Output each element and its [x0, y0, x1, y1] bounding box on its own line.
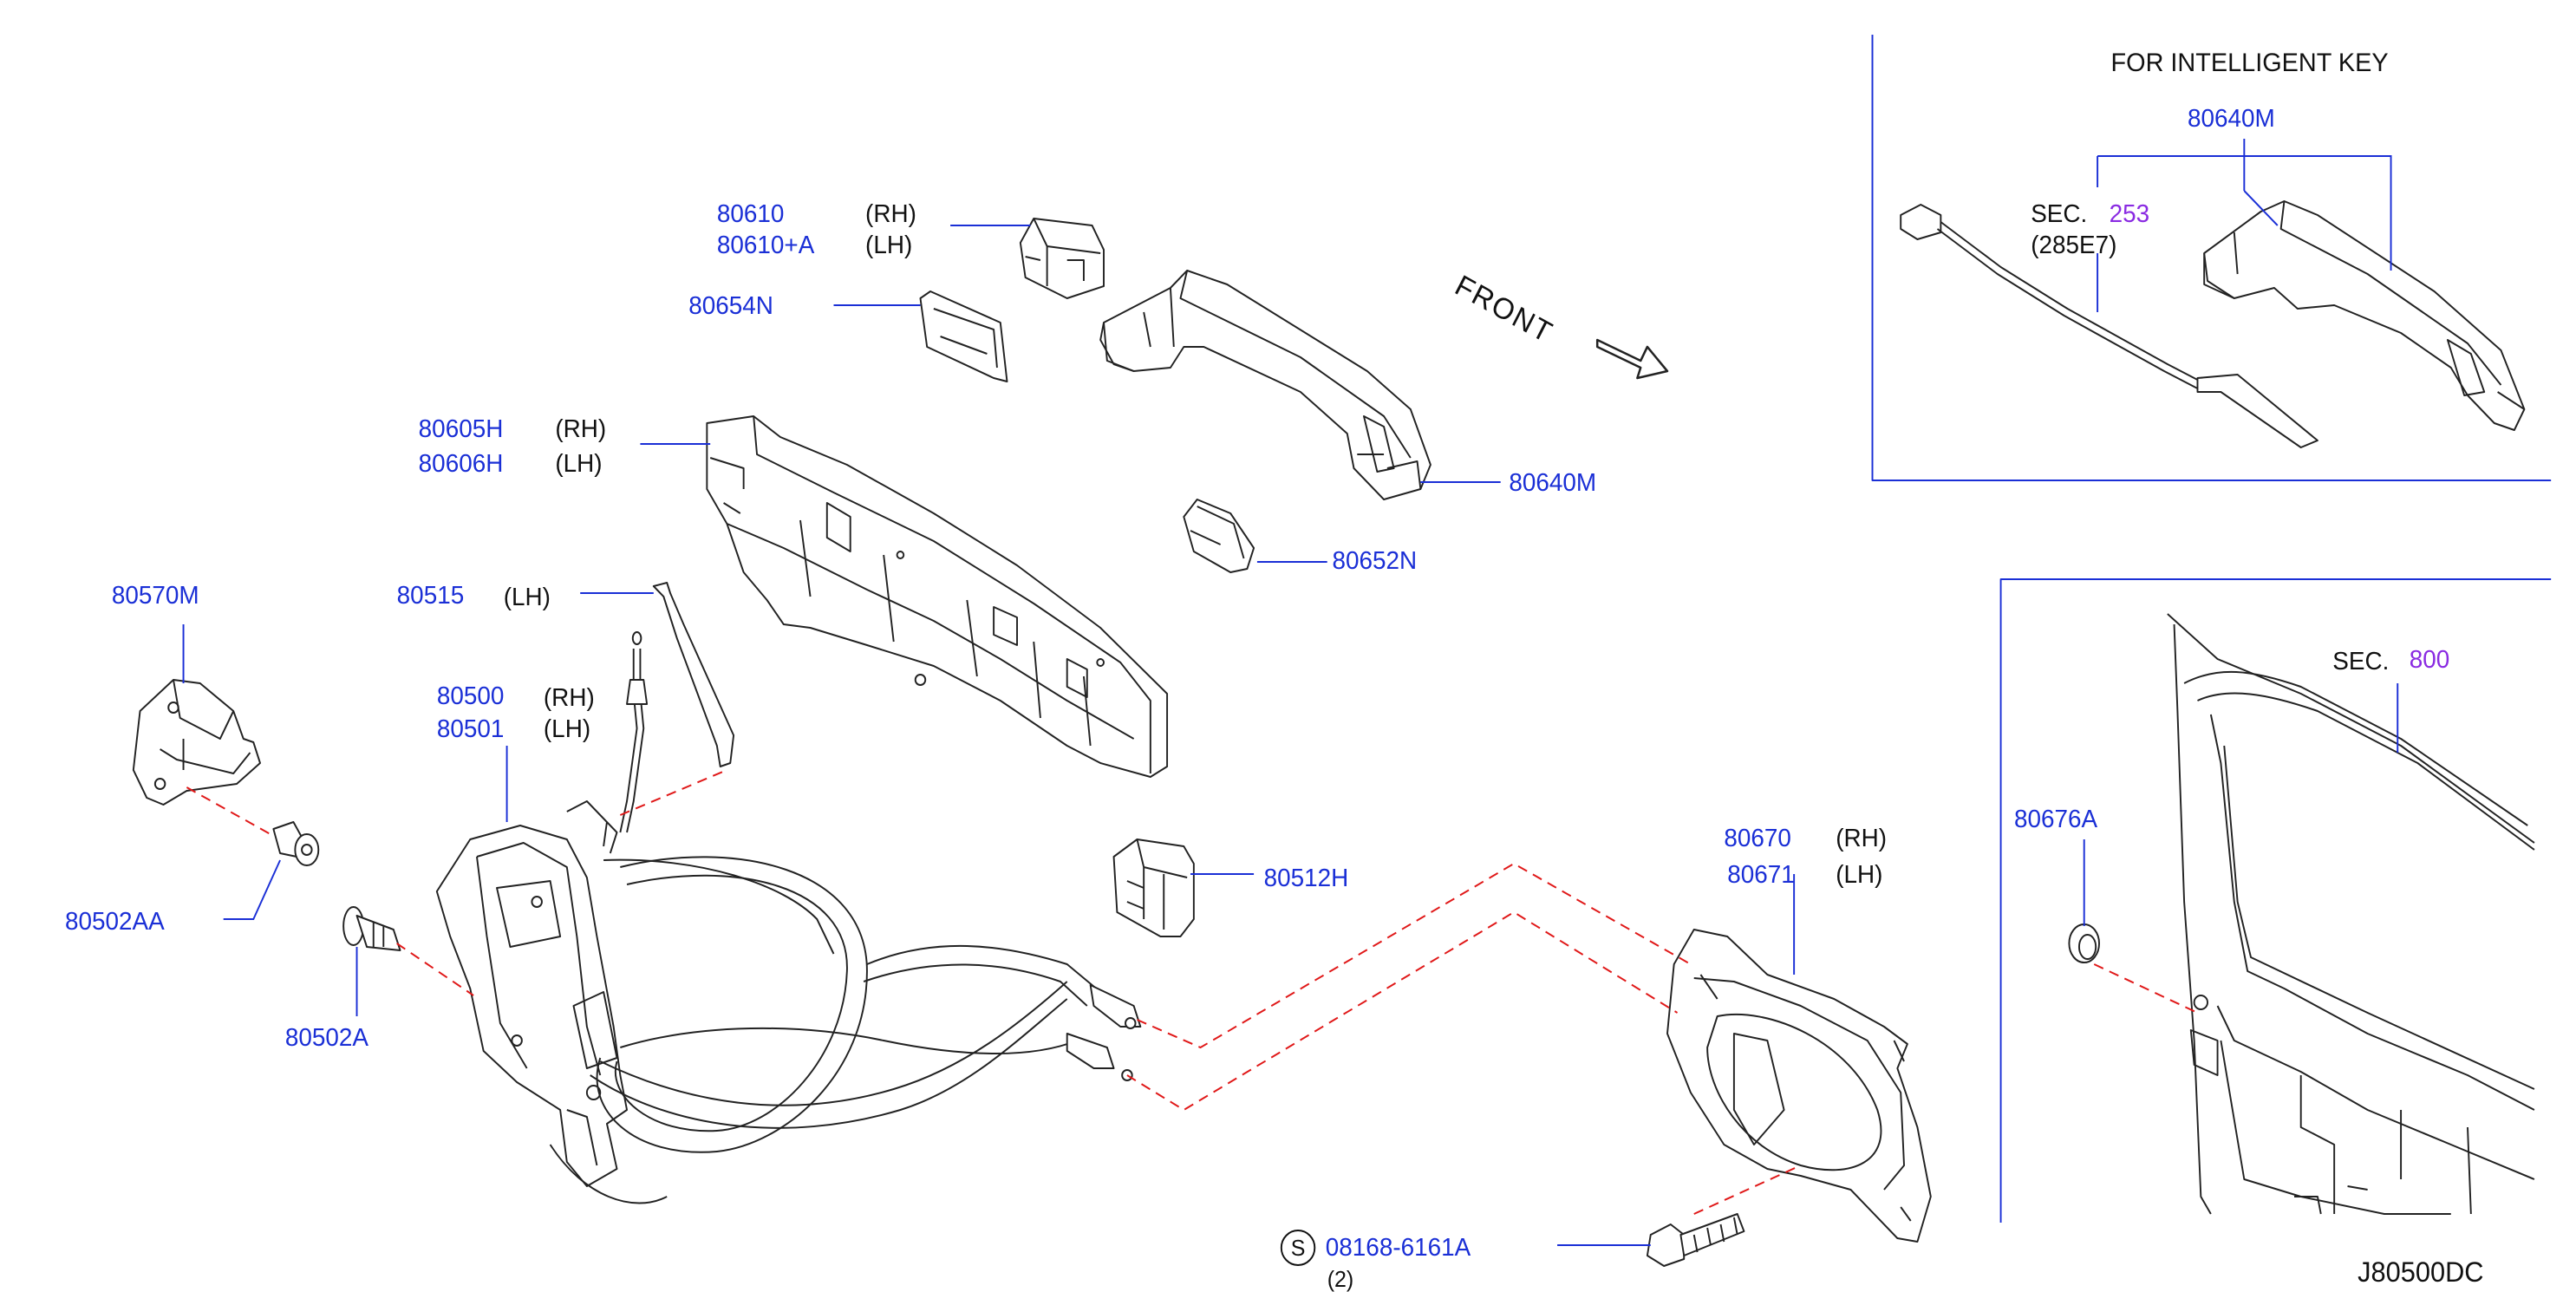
door-lock-actuator-80500-drawing	[435, 800, 629, 1187]
screw-08168-drawing	[1646, 1213, 1745, 1267]
quantity-label: (2)	[1327, 1266, 1354, 1292]
rod-80515-drawing	[652, 582, 735, 767]
part-number-80640m: 80640M	[1509, 470, 1597, 498]
section-word: SEC.	[2031, 201, 2088, 229]
inside-handle-80670-drawing	[1666, 929, 1932, 1243]
part-number-80640m-box: 80640M	[2187, 106, 2275, 134]
part-number-80502a: 80502A	[284, 1025, 368, 1053]
front-arrow-icon	[1595, 338, 1669, 380]
intelligent-key-inset-frame	[1871, 35, 2552, 481]
side-lh-label: (LH)	[543, 716, 591, 744]
handle-frame-80605h-drawing	[706, 415, 1169, 778]
part-number-80670: 80670	[1724, 825, 1791, 853]
part-number-80605h: 80605H	[418, 416, 504, 444]
sensor-harness-253-drawing	[1900, 204, 2318, 448]
part-number-80671: 80671	[1727, 862, 1795, 890]
cable-bracket-80512h-drawing	[1112, 838, 1195, 937]
intelligent-key-handle-drawing	[2203, 200, 2526, 431]
part-number-80502aa: 80502AA	[64, 909, 165, 936]
part-number-80606h: 80606H	[418, 451, 504, 479]
intelligent-key-title: FOR INTELLIGENT KEY	[2110, 49, 2389, 78]
section-ref-253: 253	[2109, 201, 2150, 229]
escutcheon-80610-drawing	[1019, 218, 1105, 299]
bolt-80502aa-drawing	[272, 821, 320, 866]
gasket-80652n-drawing	[1183, 499, 1255, 573]
side-rh-label: (RH)	[543, 685, 595, 713]
side-lh-label: (LH)	[503, 584, 551, 612]
front-direction-label: FRONT	[1450, 269, 1559, 350]
connection-lines	[186, 769, 2198, 1215]
side-rh-label: (RH)	[1836, 825, 1888, 853]
part-number-80515: 80515	[396, 583, 465, 610]
side-rh-label: (RH)	[865, 201, 916, 229]
side-rh-label: (RH)	[555, 416, 607, 444]
door-panel-drawing	[2167, 613, 2535, 1215]
part-number-80610: 80610	[716, 201, 785, 229]
part-number-80652n: 80652N	[1332, 548, 1418, 576]
part-number-80610a: 80610+A	[716, 232, 815, 260]
door-inset-frame	[1999, 578, 2552, 1223]
standard-part-s-mark: S	[1280, 1230, 1316, 1266]
part-number-80500: 80500	[436, 683, 505, 711]
part-number-80570m: 80570M	[111, 583, 199, 610]
part-number-08168-6161a: 08168-6161A	[1325, 1235, 1471, 1263]
section-word: SEC.	[2332, 649, 2390, 676]
section-ref-800: 800	[2409, 647, 2450, 675]
part-number-80501: 80501	[436, 716, 505, 744]
bolt-80502a-drawing	[342, 906, 401, 951]
outside-handle-80640m-drawing	[1099, 270, 1431, 500]
leader-lines	[182, 139, 2399, 1246]
part-number-80512h: 80512H	[1263, 865, 1349, 893]
side-lh-label: (LH)	[555, 451, 603, 479]
side-lh-label: (LH)	[1836, 862, 1883, 890]
diagram-code: J80500DC	[2358, 1259, 2484, 1289]
section-sub-285e7: (285E7)	[2031, 232, 2117, 260]
striker-80570m-drawing	[132, 679, 261, 806]
part-number-80654n: 80654N	[688, 293, 773, 321]
lock-cables-drawing	[549, 631, 1142, 1204]
gasket-80654n-drawing	[919, 290, 1008, 382]
part-number-80676a: 80676A	[2013, 806, 2098, 834]
side-lh-label: (LH)	[865, 232, 913, 260]
